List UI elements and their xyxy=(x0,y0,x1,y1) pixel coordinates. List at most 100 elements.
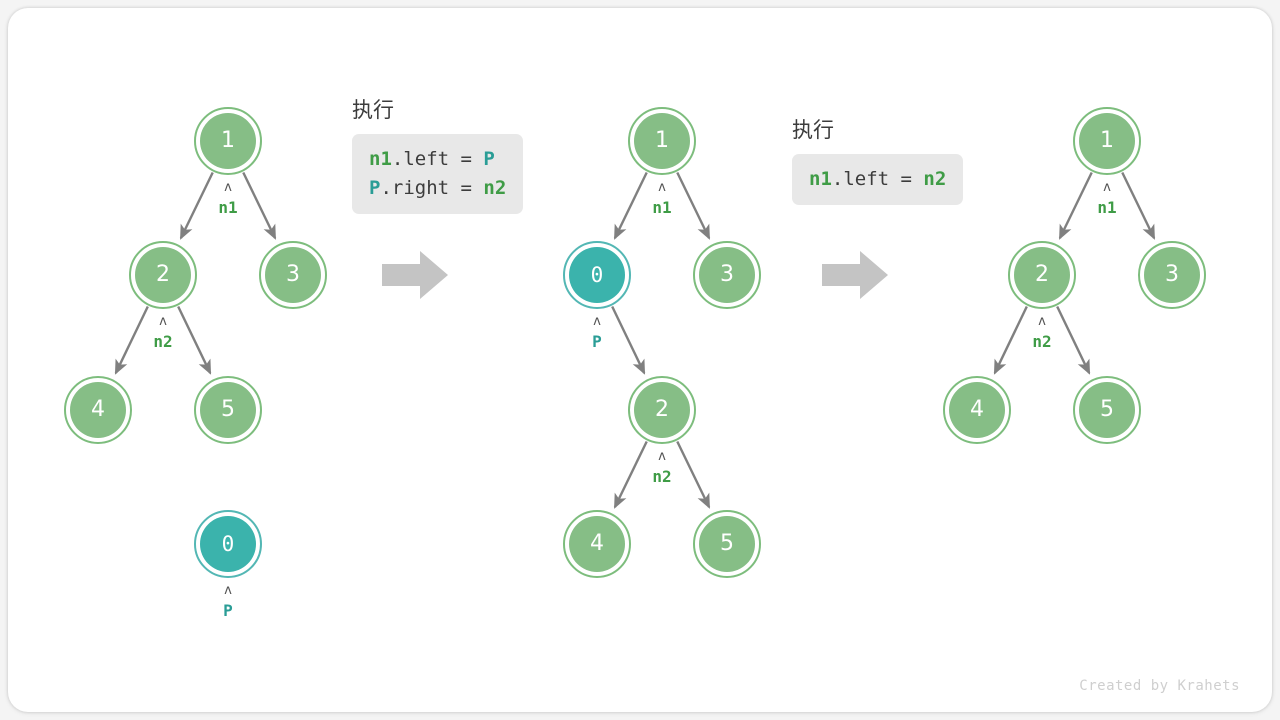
node-outer-ring xyxy=(1073,107,1141,175)
tree-edge xyxy=(242,171,277,240)
pointer-name: P xyxy=(592,332,602,351)
pointer-label-n1: ʌ n1 xyxy=(652,180,672,217)
node-core: 2 xyxy=(634,382,690,438)
tree-node-3[interactable]: 3 xyxy=(1138,241,1206,309)
tree-node-4[interactable]: 4 xyxy=(943,376,1011,444)
tree-edge xyxy=(613,440,648,509)
tree-edge xyxy=(177,306,212,375)
caret-icon: ʌ xyxy=(658,449,666,464)
pointer-name: n2 xyxy=(153,332,173,351)
tree-node-4[interactable]: 4 xyxy=(563,510,631,578)
code-block: n1.left = n2 xyxy=(792,154,964,205)
tree-node-2[interactable]: 2 xyxy=(628,376,696,444)
tree-node-2[interactable]: 2 xyxy=(129,241,197,309)
tree-node-4[interactable]: 4 xyxy=(64,376,132,444)
tree-node-1[interactable]: 1 xyxy=(1073,107,1141,175)
code-line: n1.left = n2 xyxy=(809,165,946,194)
node-core: 2 xyxy=(1014,247,1070,303)
node-outer-ring xyxy=(194,376,262,444)
code-line: n1.left = P xyxy=(369,145,506,174)
node-core: 4 xyxy=(70,382,126,438)
tree-node-5[interactable]: 5 xyxy=(693,510,761,578)
node-outer-ring xyxy=(628,107,696,175)
node-value: 3 xyxy=(720,262,734,287)
node-outer-ring xyxy=(194,107,262,175)
caret-icon: ʌ xyxy=(159,314,167,329)
node-core: 3 xyxy=(265,247,321,303)
node-value: 3 xyxy=(286,262,300,287)
tree-edge xyxy=(179,171,214,240)
code-token: n1 xyxy=(369,148,392,170)
node-value: 4 xyxy=(970,397,984,422)
tree-node-0[interactable]: 0 xyxy=(194,510,262,578)
tree-node-2[interactable]: 2 xyxy=(1008,241,1076,309)
node-outer-ring xyxy=(1008,241,1076,309)
tree-node-0[interactable]: 0 xyxy=(563,241,631,309)
node-outer-ring xyxy=(628,376,696,444)
node-value: 5 xyxy=(720,531,734,556)
tree-edge xyxy=(676,171,711,240)
pointer-name: P xyxy=(223,601,233,620)
node-core: 5 xyxy=(699,516,755,572)
code-token: P xyxy=(483,148,495,170)
caret-icon: ʌ xyxy=(658,180,666,195)
node-core: 4 xyxy=(949,382,1005,438)
pointer-label-n2: ʌ n2 xyxy=(652,449,672,486)
node-outer-ring xyxy=(64,376,132,444)
pointer-name: n2 xyxy=(652,467,672,486)
tree-node-3[interactable]: 3 xyxy=(259,241,327,309)
tree-node-5[interactable]: 5 xyxy=(1073,376,1141,444)
code-line: P.right = n2 xyxy=(369,174,506,203)
node-value: 4 xyxy=(91,397,105,422)
node-value: 5 xyxy=(1100,397,1114,422)
tree-node-5[interactable]: 5 xyxy=(194,376,262,444)
node-value: 2 xyxy=(655,397,669,422)
tree-edge xyxy=(1056,306,1091,375)
tree-node-3[interactable]: 3 xyxy=(693,241,761,309)
step-arrow-2 xyxy=(822,251,888,299)
node-core: 1 xyxy=(634,113,690,169)
step-arrow-1 xyxy=(382,251,448,299)
tree-edge xyxy=(1058,171,1093,240)
tree-node-1[interactable]: 1 xyxy=(194,107,262,175)
tree-edge xyxy=(993,306,1028,375)
node-outer-ring xyxy=(563,241,631,309)
tree-edge xyxy=(1121,171,1156,240)
tree-edge xyxy=(611,306,646,375)
node-value: 3 xyxy=(1165,262,1179,287)
caret-icon: ʌ xyxy=(1038,314,1046,329)
pointer-name: n1 xyxy=(218,198,238,217)
code-token: P xyxy=(369,177,381,199)
caret-icon: ʌ xyxy=(224,583,232,598)
node-core: 2 xyxy=(135,247,191,303)
node-core: 4 xyxy=(569,516,625,572)
node-value: 0 xyxy=(590,262,604,287)
caret-icon: ʌ xyxy=(224,180,232,195)
tree-node-1[interactable]: 1 xyxy=(628,107,696,175)
tree-edge xyxy=(114,306,149,375)
node-outer-ring xyxy=(693,241,761,309)
credit-watermark: Created by Krahets xyxy=(1079,678,1240,694)
code-token: n2 xyxy=(923,168,947,190)
code-token: .left = xyxy=(391,148,484,170)
code-token: n2 xyxy=(483,177,507,199)
pointer-label-n1: ʌ n1 xyxy=(218,180,238,217)
tree-edge xyxy=(613,171,648,240)
node-value: 0 xyxy=(221,531,235,556)
node-core: 0 xyxy=(200,516,256,572)
node-outer-ring xyxy=(194,510,262,578)
node-value: 2 xyxy=(1035,262,1049,287)
pointer-name: n2 xyxy=(1032,332,1052,351)
node-outer-ring xyxy=(943,376,1011,444)
node-outer-ring xyxy=(693,510,761,578)
pointer-name: n1 xyxy=(652,198,672,217)
node-value: 1 xyxy=(221,128,235,153)
